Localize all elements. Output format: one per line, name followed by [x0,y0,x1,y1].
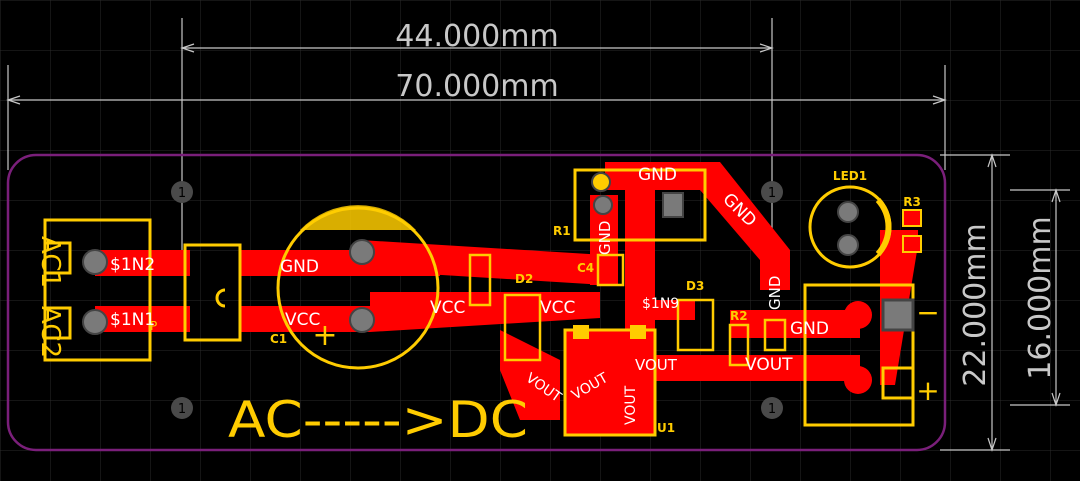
pad-ac2[interactable] [82,309,108,335]
capacitor-c1[interactable] [276,205,440,370]
net-label-vout-2: VOUT [635,356,678,374]
resistor-r3[interactable] [902,209,922,253]
silk-ac1: AC1 [35,236,65,288]
label-d2: D2 [515,272,533,286]
label-c1: C1 [270,332,287,346]
svg-text:1: 1 [768,402,776,417]
dimension-44mm-label: 44.000mm [395,19,558,54]
net-label-vcc-3: VCC [540,298,575,318]
copper-traces[interactable] [95,162,918,420]
label-c4: C4 [577,261,594,275]
mounting-hole-tl[interactable]: 1 [171,181,193,203]
svg-text:1: 1 [178,402,186,417]
svg-text:1: 1 [768,186,776,201]
net-label-gnd-5: GND [766,276,784,310]
net-label-gnd-6: GND [790,319,829,339]
connector-ac-input[interactable] [43,218,152,362]
net-label-1n1: $1N1 [110,310,155,330]
resistor-r1[interactable] [573,168,707,242]
net-label-vcc-2: VCC [430,298,465,318]
led-led1[interactable] [808,185,892,269]
dimension-70mm[interactable] [6,65,947,170]
dimension-44mm[interactable] [180,18,774,250]
mounting-hole-br[interactable]: 1 [761,397,783,419]
cap-small[interactable] [763,318,787,352]
label-r1: R1 [553,224,571,238]
diode-d2[interactable] [503,293,542,362]
dimension-22mm-label: 22.000mm [958,223,993,386]
svg-text:1: 1 [178,186,186,201]
bridge-rectifier[interactable] [183,243,242,342]
net-label-1n2: $1N2 [110,255,155,275]
silk-ac2: AC2 [35,306,65,358]
connector-dc-output[interactable] [803,283,915,427]
label-d3: D3 [686,279,704,293]
regulator-u1[interactable] [563,325,657,437]
silk-minus: − [916,296,939,329]
silk-p: P [150,319,157,333]
board-outline[interactable] [6,153,947,452]
label-r2: R2 [730,309,748,323]
mounting-hole-bl[interactable]: 1 [171,397,193,419]
net-label-vout-5: VOUT [623,385,639,425]
resistor-r2[interactable] [728,323,750,367]
dimension-70mm-label: 70.000mm [395,69,558,104]
silk-plus: + [916,374,939,407]
dimension-16mm-label: 16.000mm [1023,216,1058,379]
net-label-1n9: $1N9 [642,296,679,312]
dimension-22mm[interactable] [940,153,1010,452]
label-r3: R3 [903,195,921,209]
pad-ac1[interactable] [82,249,108,275]
pad-r1-3[interactable] [662,192,684,218]
board-title: AC----->DC [228,391,528,449]
net-label-vcc-1: VCC [285,310,320,330]
label-u1: U1 [657,421,675,435]
silk-c1-plus: + [312,318,337,353]
net-label-gnd-1: GND [280,257,319,277]
diode-d3[interactable] [676,298,715,352]
pad-r1-2[interactable] [593,195,613,215]
dimension-16mm[interactable] [1010,188,1070,407]
pad-r1-1[interactable] [591,172,611,192]
cap-c4[interactable] [468,253,625,307]
label-led1: LED1 [833,169,867,183]
net-label-gnd-2: GND [638,165,677,185]
net-label-gnd-4: GND [596,221,614,255]
net-label-vout-1: VOUT [745,355,793,375]
mounting-hole-tr[interactable]: 1 [761,181,783,203]
